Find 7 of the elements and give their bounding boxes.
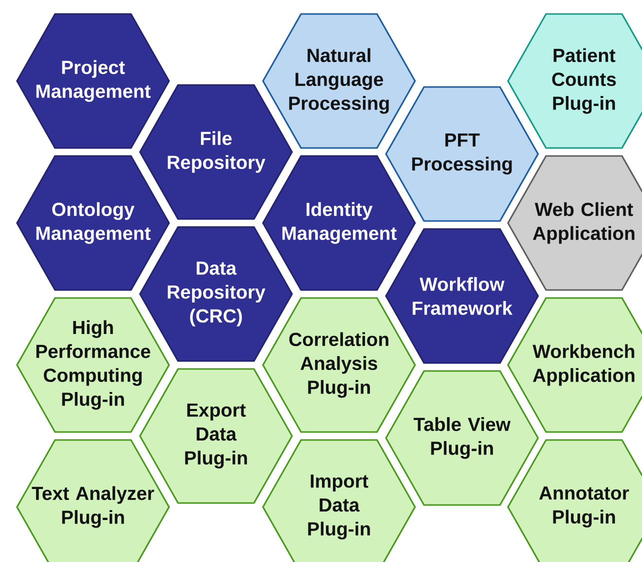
hexagon-cell: Import Data Plug-in <box>262 439 416 562</box>
hexagon-cell: Project Management <box>16 13 170 149</box>
hexagon-cell: Patient Counts Plug-in <box>507 13 642 149</box>
hexagon-cell: Annotator Plug-in <box>507 439 642 562</box>
hexagon-cell: Text Analyzer Plug-in <box>16 439 170 562</box>
hexagon-cell: Natural Language Processing <box>262 13 416 149</box>
hexagon-cell: High Performance Computing Plug-in <box>16 297 170 433</box>
